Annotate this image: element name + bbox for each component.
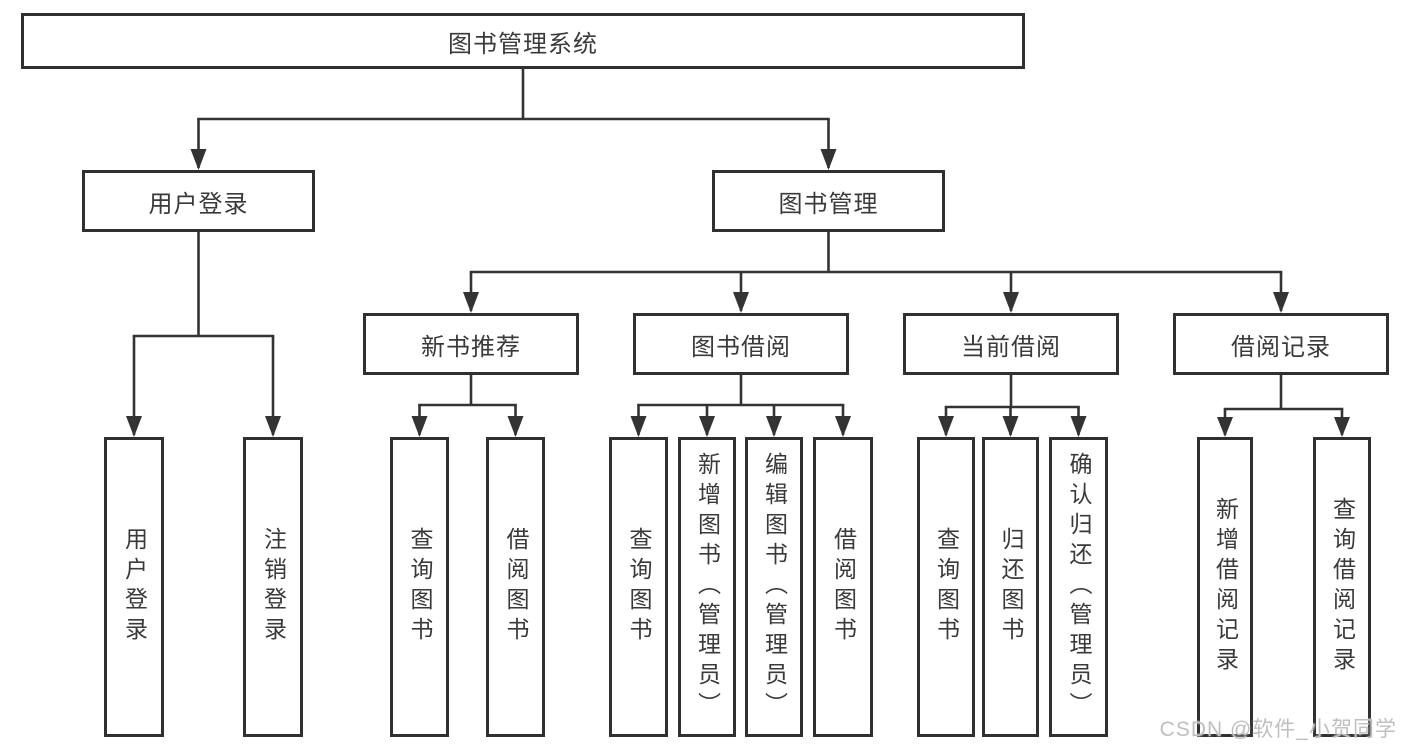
node-new-books: 新书推荐: [363, 313, 579, 375]
leaf-borrowing-query-label: 查询图书: [626, 527, 652, 647]
leaf-current-return: 归还图书: [982, 437, 1039, 737]
leaf-borrowing-edit-admin-label: 编辑图书（管理员）: [761, 452, 788, 722]
leaf-borrowing-add-admin: 新增图书（管理员）: [678, 437, 736, 737]
node-current-borrowing-label: 当前借阅: [961, 333, 1061, 361]
node-root: 图书管理系统: [21, 13, 1025, 69]
node-user-login: 用户登录: [82, 170, 315, 232]
leaf-newbooks-borrow-label: 借阅图书: [503, 527, 529, 647]
node-book-borrowing: 图书借阅: [633, 313, 849, 375]
edge-records-to-leaves: [1217, 375, 1350, 437]
leaf-current-query-label: 查询图书: [933, 527, 960, 647]
edge-current-to-leaves: [938, 375, 1087, 437]
node-current-borrowing: 当前借阅: [903, 313, 1119, 375]
leaf-records-query-label: 查询借阅记录: [1329, 497, 1356, 677]
node-user-login-label: 用户登录: [148, 190, 249, 218]
leaf-newbooks-query-label: 查询图书: [407, 527, 433, 647]
leaf-current-query: 查询图书: [917, 437, 975, 737]
leaf-logout-label: 注销登录: [260, 527, 287, 647]
edge-bookmgmt-to-level3: [463, 232, 1289, 313]
leaf-current-confirm-admin: 确认归还（管理员）: [1049, 437, 1108, 737]
leaf-records-query: 查询借阅记录: [1313, 437, 1371, 737]
leaf-current-confirm-admin-label: 确认归还（管理员）: [1066, 452, 1092, 722]
node-book-management-label: 图书管理: [778, 190, 879, 218]
node-new-books-label: 新书推荐: [421, 333, 521, 361]
leaf-borrowing-borrow-label: 借阅图书: [830, 527, 857, 647]
leaf-user-login: 用户登录: [104, 437, 164, 737]
csdn-watermark: CSDN @软件_小贺同学: [1159, 718, 1397, 741]
leaf-borrowing-edit-admin: 编辑图书（管理员）: [745, 437, 803, 737]
leaf-logout: 注销登录: [243, 437, 303, 737]
leaf-newbooks-query: 查询图书: [390, 437, 449, 737]
node-root-label: 图书管理系统: [448, 30, 598, 58]
node-borrow-records-label: 借阅记录: [1231, 333, 1331, 361]
leaf-newbooks-borrow: 借阅图书: [486, 437, 545, 737]
leaf-records-add-label: 新增借阅记录: [1212, 497, 1239, 677]
leaf-current-return-label: 归还图书: [998, 527, 1024, 647]
edge-borrowing-to-leaves: [630, 375, 851, 437]
edge-newbooks-to-leaves: [411, 375, 524, 437]
leaf-borrowing-add-admin-label: 新增图书（管理员）: [694, 452, 721, 722]
leaf-user-login-label: 用户登录: [121, 527, 148, 647]
leaf-borrowing-query: 查询图书: [609, 437, 668, 737]
leaf-borrowing-borrow: 借阅图书: [813, 437, 873, 737]
edge-root-to-level2: [190, 68, 837, 170]
edge-userlogin-to-leaves: [126, 232, 281, 437]
leaf-records-add: 新增借阅记录: [1197, 437, 1253, 737]
node-book-management: 图书管理: [712, 170, 945, 232]
node-borrow-records: 借阅记录: [1173, 313, 1389, 375]
node-book-borrowing-label: 图书借阅: [691, 333, 791, 361]
